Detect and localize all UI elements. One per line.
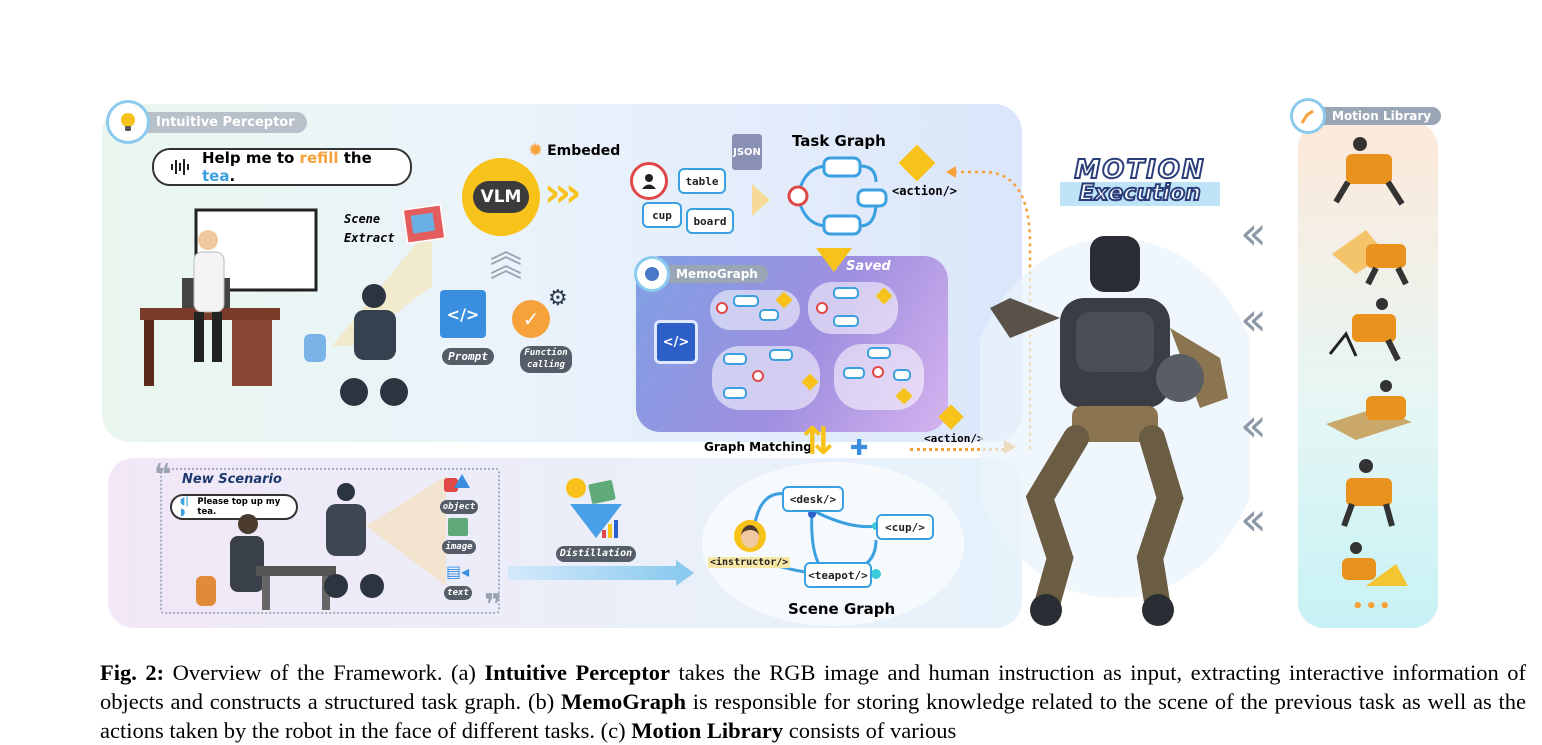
robot-arm-icon xyxy=(1290,98,1326,134)
motion-thumbnails xyxy=(1326,137,1412,586)
scene-graph-title: Scene Graph xyxy=(788,600,896,618)
forward-chevrons-icon: ››› xyxy=(544,170,582,216)
more-dots: ••• xyxy=(1352,596,1393,617)
new-scenario-illustration xyxy=(196,476,446,610)
text-label: text xyxy=(444,586,472,600)
memory-graph-marks xyxy=(716,287,913,405)
user-icon xyxy=(630,162,668,200)
saved-label: Saved xyxy=(846,259,891,274)
graph-matching-label: Graph Matching xyxy=(704,440,812,454)
prompt-label: Prompt xyxy=(442,348,494,365)
memograph-header: MemoGraph xyxy=(634,256,768,292)
node-instructor: <instructor/> xyxy=(708,557,791,568)
instructor-avatar-icon xyxy=(734,520,766,552)
arrow-right-icon xyxy=(752,184,770,216)
motion-execution-title: MOTION Execution xyxy=(1060,156,1220,207)
dotted-chevron-3-icon: ‹‹ xyxy=(1240,398,1267,452)
vlm-label: VLM xyxy=(473,181,529,213)
new-instruction-bubble: ◖|◗ Please top up my tea. xyxy=(170,494,298,520)
photo-icon xyxy=(401,203,447,245)
action-tag: <action/> xyxy=(892,184,958,198)
scenario-dotted-frame xyxy=(160,468,500,614)
person-head xyxy=(198,230,218,250)
ring-icon xyxy=(566,478,586,498)
chip-icon: </> xyxy=(650,316,702,368)
motion-thumb-5 xyxy=(1341,459,1395,528)
close-quote-icon: ❞ xyxy=(484,588,502,623)
instruction-bubble: Help me to refill the tea. xyxy=(152,148,412,186)
puzzle-icon: ✚ xyxy=(850,436,869,461)
saved-arrow-icon xyxy=(816,248,852,272)
desk-top xyxy=(140,308,280,320)
object-table: table xyxy=(678,168,726,194)
voice-wave-icon xyxy=(170,159,189,175)
robot-leg-left xyxy=(1025,425,1089,621)
object-label: object xyxy=(440,500,478,514)
object-shapes-icon xyxy=(444,474,472,500)
object-board: board xyxy=(686,208,734,234)
humanoid-robot xyxy=(980,236,1250,626)
dotted-chevron-4-icon: ‹‹ xyxy=(1240,492,1267,546)
perceptor-header: Intuitive Perceptor xyxy=(106,100,307,144)
motion-library-panel xyxy=(1298,122,1438,628)
scene-illustration xyxy=(140,208,432,406)
new-scenario-label: New Scenario xyxy=(182,472,282,487)
vlm-lens: VLM xyxy=(462,158,540,236)
motion-thumb-2 xyxy=(1332,230,1409,286)
voice-wave-icon-2: ◖|◗ xyxy=(180,496,189,518)
small-gear-icon: ⚙ xyxy=(548,286,568,311)
embeded-label: ✹ Embeded xyxy=(528,140,621,161)
scene-extract-label: Scene Extract xyxy=(344,212,395,245)
memograph-label: MemoGraph xyxy=(640,265,768,283)
bar-chart-icon xyxy=(602,520,622,538)
node-desk: <desk/> xyxy=(782,486,844,512)
motion-thumb-3 xyxy=(1328,298,1401,362)
robot-leg-right xyxy=(1136,425,1184,621)
motion-library-label: Motion Library xyxy=(1296,107,1442,125)
motion-thumb-4 xyxy=(1326,380,1412,440)
teapot xyxy=(304,334,326,362)
image-icon xyxy=(448,518,468,536)
robot-body xyxy=(354,310,396,360)
task-graph-title: Task Graph xyxy=(792,132,886,150)
swap-arrows-icon: ⇅ xyxy=(802,419,834,463)
robot-arm-left xyxy=(990,298,1060,338)
up-chevrons-icon: ︽︽ xyxy=(490,232,523,284)
instruction-text: Help me to refill the tea. xyxy=(201,149,372,185)
person-head-2 xyxy=(238,514,258,534)
check-gear-icon: ✓ xyxy=(512,300,550,338)
robot-head xyxy=(362,284,386,308)
distillation-arrow-head xyxy=(676,560,694,586)
motion-library-header: Motion Library xyxy=(1290,98,1442,134)
lightbulb-icon xyxy=(106,100,150,144)
open-quote-icon: ❝ xyxy=(154,458,172,493)
distillation-arrow xyxy=(508,566,678,580)
dotted-chevron-2-icon: ‹‹ xyxy=(1240,292,1267,346)
node-teapot: <teapot/> xyxy=(804,562,872,588)
function-calling-label: Function calling xyxy=(520,346,572,373)
brain-icon xyxy=(634,256,670,292)
distillation-label: Distillation xyxy=(556,546,636,562)
gear-icon: ✹ xyxy=(528,140,544,161)
code-scroll-icon: </> xyxy=(440,290,486,338)
motion-thumb-6 xyxy=(1342,542,1408,586)
json-file-icon: JSON xyxy=(732,134,762,170)
image-label: image xyxy=(442,540,476,554)
robot-head-main xyxy=(1090,236,1140,292)
object-cup: cup xyxy=(642,202,682,228)
action-tag-2: <action/> xyxy=(924,432,984,445)
dotted-orange-arrow xyxy=(946,166,1032,450)
funnel-icon xyxy=(570,504,622,538)
perceptor-label: Intuitive Perceptor xyxy=(112,111,307,133)
task-graph xyxy=(787,156,888,236)
action-dotted-arrow xyxy=(910,448,1010,451)
dotted-chevron-1-icon: ‹‹ xyxy=(1240,206,1267,260)
node-cup: <cup/> xyxy=(876,514,934,540)
text-speaker-icon: ▤◂ xyxy=(446,562,470,581)
motion-thumb-1 xyxy=(1333,137,1405,206)
person-body xyxy=(193,251,225,313)
